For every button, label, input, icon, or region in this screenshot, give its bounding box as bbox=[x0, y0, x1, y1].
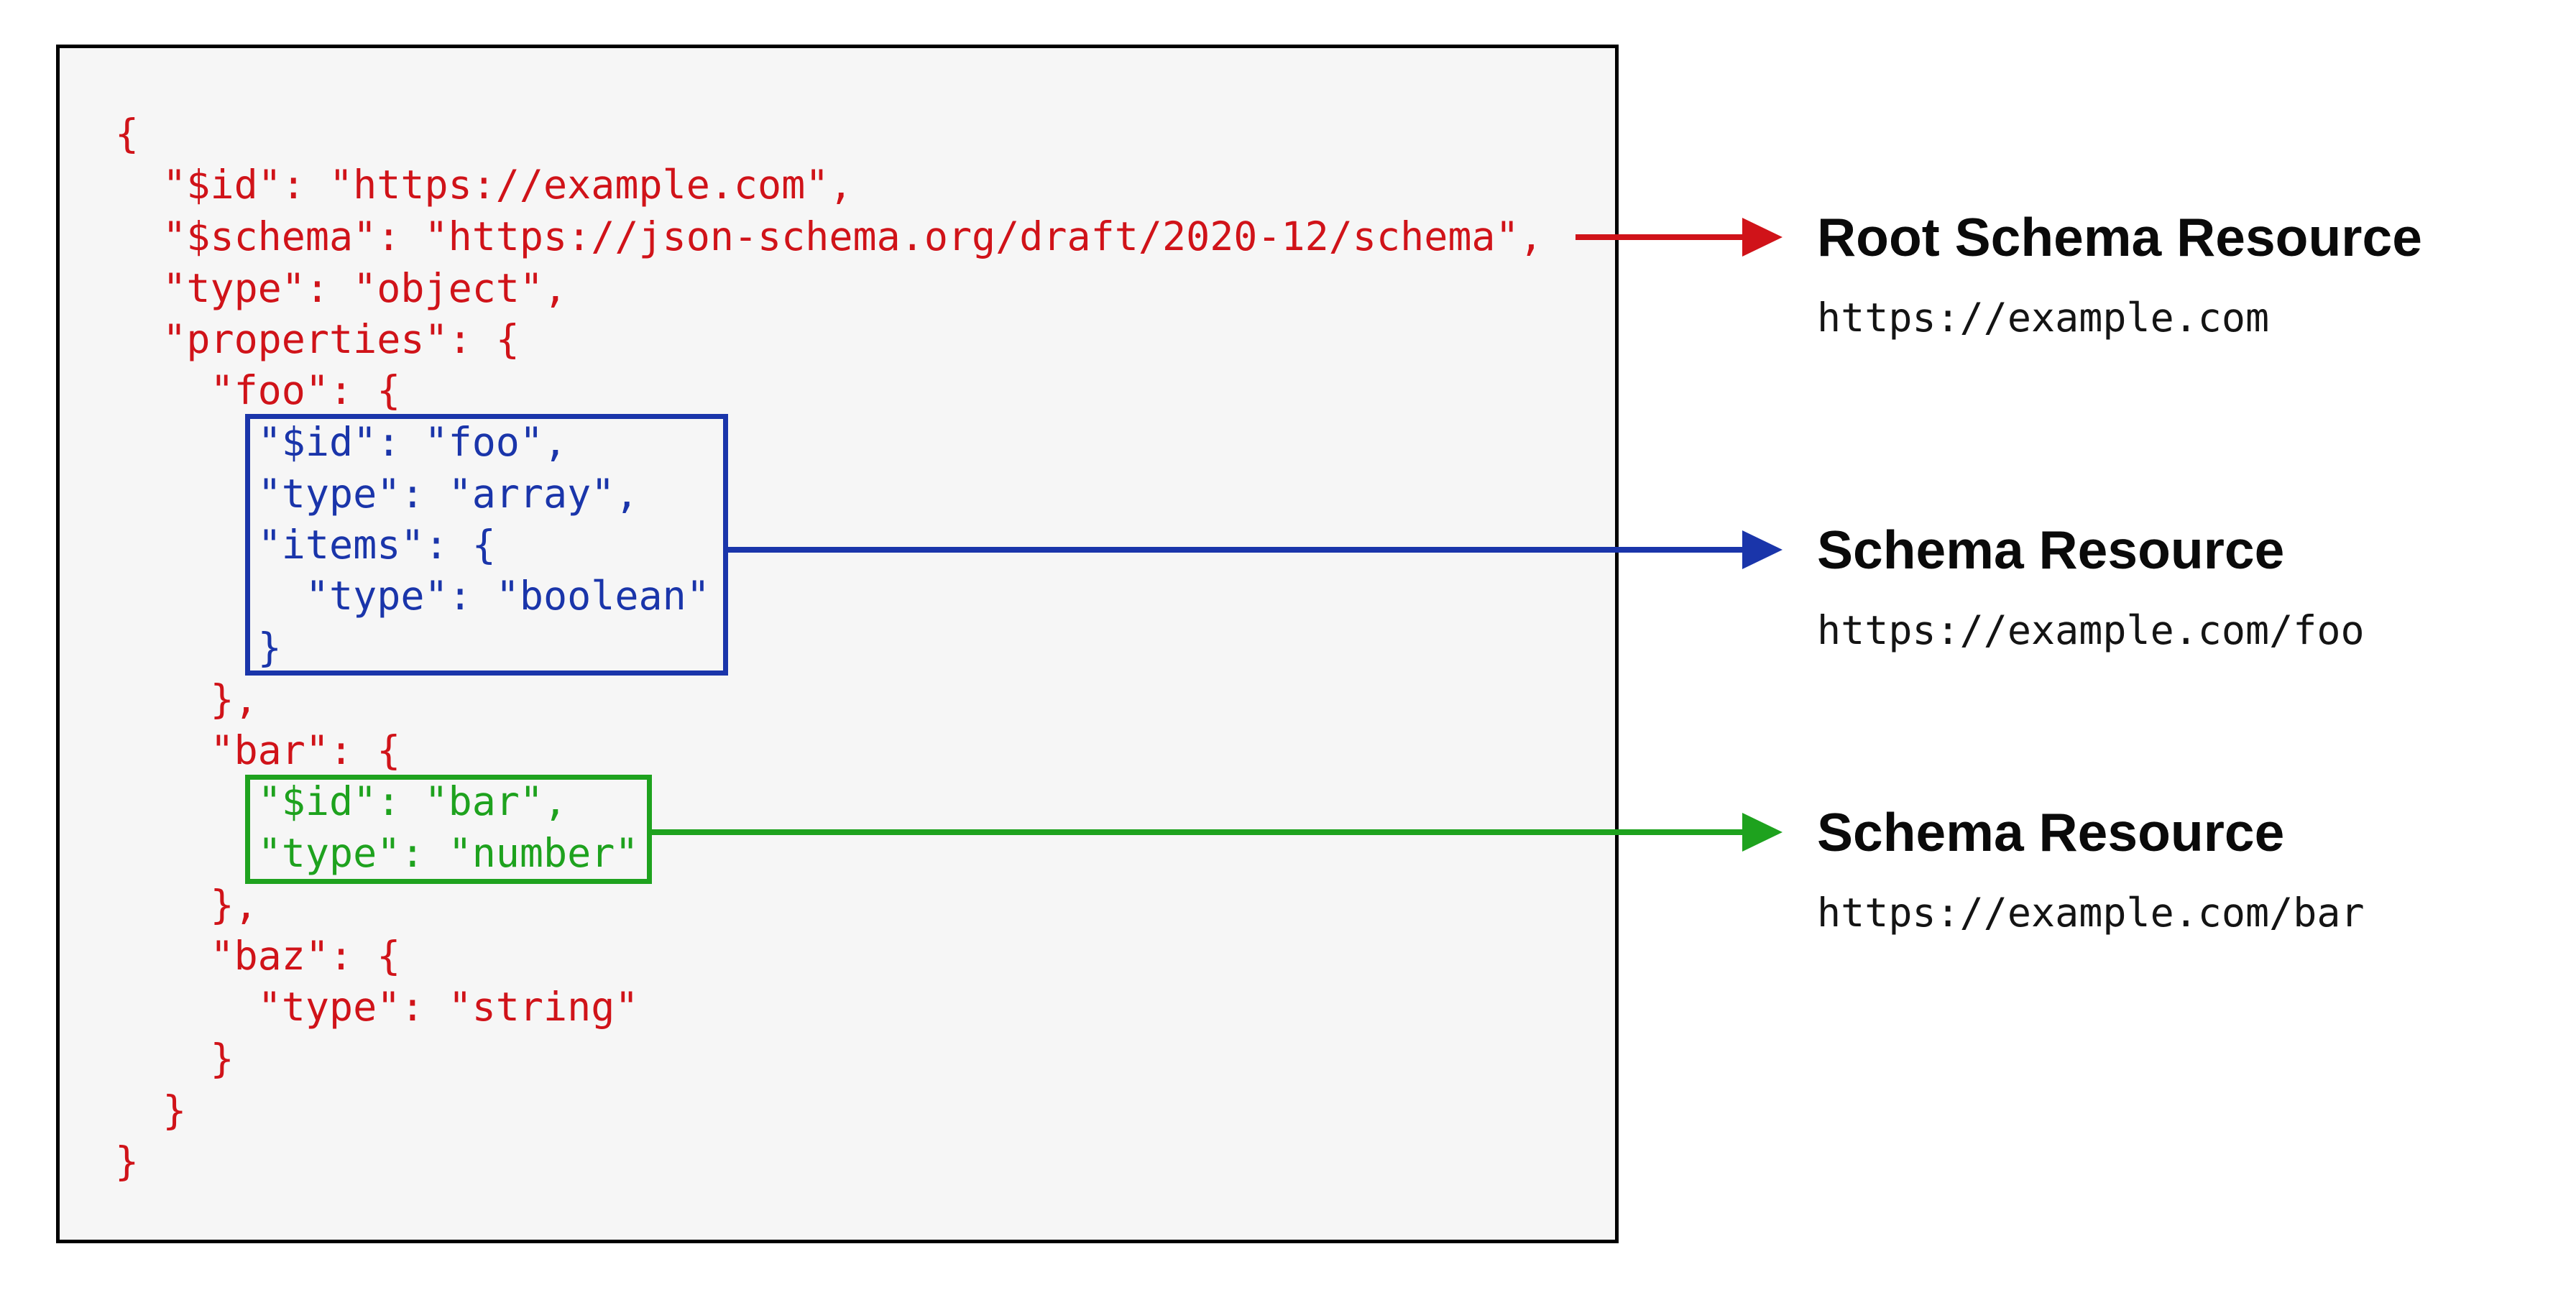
annotation-uri-foo: https://example.com/foo bbox=[1817, 607, 2365, 653]
foo-schema-resource-box bbox=[245, 414, 728, 676]
code-line: } bbox=[115, 625, 282, 670]
code-line: }, bbox=[115, 882, 258, 928]
code-line: "properties": { bbox=[115, 316, 520, 362]
code-line: "type": "string" bbox=[115, 984, 639, 1030]
arrow-shaft bbox=[647, 829, 1745, 835]
arrow-right-icon bbox=[1742, 813, 1782, 852]
code-line: "$id": "foo", bbox=[115, 419, 568, 465]
code-line: "foo": { bbox=[115, 367, 401, 413]
arrow-right-icon bbox=[1742, 530, 1782, 569]
code-line: "type": "boolean" bbox=[115, 573, 710, 619]
code-line: } bbox=[115, 1036, 234, 1082]
code-line: "type": "array", bbox=[115, 471, 639, 517]
annotation-uri-root: https://example.com bbox=[1817, 295, 2270, 341]
code-line: "$schema": "https://json-schema.org/draf… bbox=[115, 213, 1543, 259]
code-line: "bar": { bbox=[115, 727, 401, 773]
code-line: "items": { bbox=[115, 522, 496, 568]
annotation-uri-bar: https://example.com/bar bbox=[1817, 890, 2365, 936]
arrow-right-icon bbox=[1742, 218, 1782, 257]
code-line: "type": "object", bbox=[115, 265, 568, 311]
code-panel bbox=[56, 45, 1619, 1243]
code-line: }, bbox=[115, 676, 258, 722]
code-line: } bbox=[115, 1087, 187, 1133]
code-line: "type": "number" bbox=[115, 830, 639, 876]
code-line: } bbox=[115, 1138, 139, 1184]
annotation-title-root: Root Schema Resource bbox=[1817, 207, 2422, 267]
code-line: "$id": "bar", bbox=[115, 778, 568, 824]
annotation-title-bar: Schema Resource bbox=[1817, 802, 2285, 862]
code-line: { bbox=[115, 111, 139, 157]
code-line: "$id": "https://example.com", bbox=[115, 162, 853, 208]
annotation-title-foo: Schema Resource bbox=[1817, 520, 2285, 580]
code-line: "baz": { bbox=[115, 933, 401, 979]
arrow-shaft bbox=[1576, 234, 1745, 240]
arrow-shaft bbox=[724, 547, 1745, 553]
